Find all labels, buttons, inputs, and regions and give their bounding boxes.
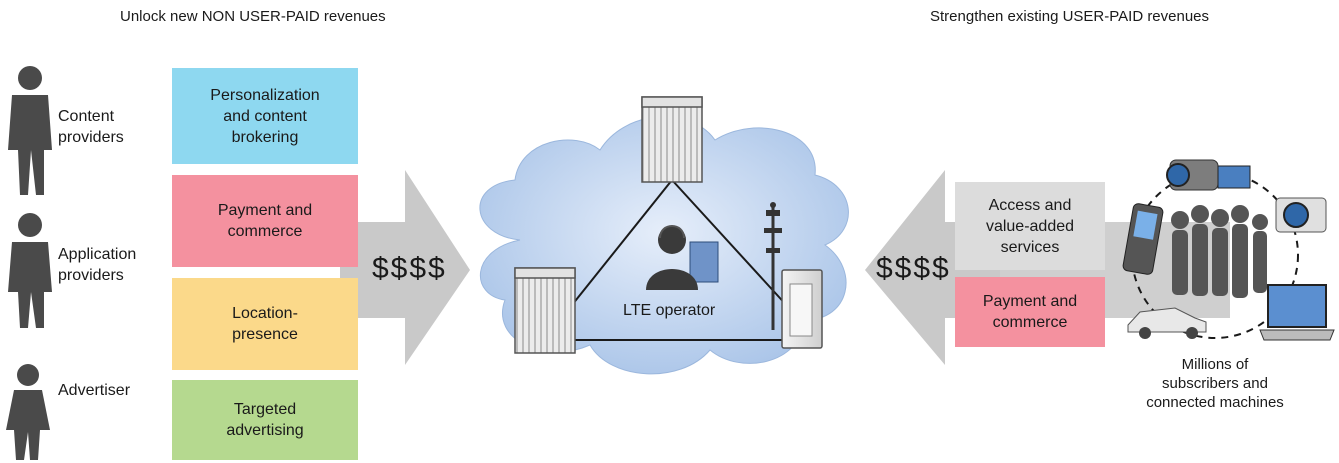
targeted-advertising-box: Targeted advertising <box>172 380 358 460</box>
right-heading: Strengthen existing USER-PAID revenues <box>930 8 1210 25</box>
photo-camera-icon <box>1275 197 1327 233</box>
payment-commerce-box-right-label: Payment and commerce <box>982 293 1078 331</box>
left-heading: Unlock new NON USER-PAID revenues <box>120 8 386 25</box>
advertiser-silhouette <box>6 364 50 460</box>
location-presence-box: Location- presence <box>172 278 358 370</box>
actor-label-application-providers: Application providers <box>58 246 137 284</box>
personalization-box: Personalization and content brokering <box>172 68 358 164</box>
payment-commerce-box-right: Payment and commerce <box>955 277 1105 347</box>
left-money-label: $$$$ <box>372 252 447 285</box>
content-provider-silhouette <box>8 66 52 195</box>
personalization-box-label: Personalization and content brokering <box>210 86 320 146</box>
access-services-box: Access and value-added services <box>955 182 1105 270</box>
left-revenue-arrow <box>340 170 470 365</box>
base-station-icon <box>764 202 823 349</box>
right-money-label: $$$$ <box>876 252 951 285</box>
targeted-advertising-box-label: Targeted advertising <box>226 401 304 439</box>
subscribers-caption: Millions of subscribers and connected ma… <box>1146 356 1284 411</box>
application-provider-silhouette <box>8 213 52 328</box>
video-camera-icon <box>1166 159 1251 191</box>
car-icon <box>1127 307 1207 339</box>
server-rack-icon <box>514 267 576 354</box>
operator-headset-icon <box>646 225 719 290</box>
people-group-icon <box>1171 205 1268 298</box>
payment-commerce-box-left-label: Payment and commerce <box>217 202 313 240</box>
payment-commerce-box-left: Payment and commerce <box>172 175 358 267</box>
mobile-phone-icon <box>1122 203 1164 275</box>
actor-label-content-providers: Content providers <box>58 108 124 146</box>
location-presence-box-label: Location- presence <box>232 305 298 343</box>
server-rack-icon <box>641 96 703 183</box>
access-services-box-label: Access and value-added services <box>985 196 1075 256</box>
actor-label-advertiser: Advertiser <box>58 382 131 399</box>
lte-operator-label: LTE operator <box>623 302 716 319</box>
laptop-icon <box>1259 284 1335 341</box>
